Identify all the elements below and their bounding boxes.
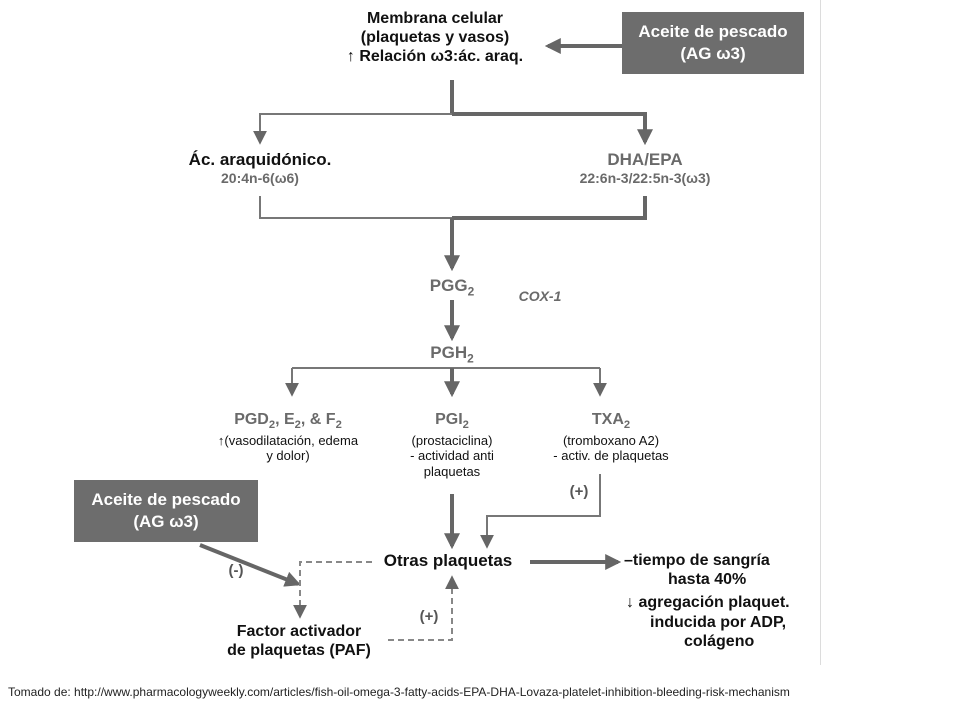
arrow-fish-oil-inhibits: [199, 543, 301, 587]
dashed-paf-to-otras: [388, 575, 459, 641]
dashed-otras-to-paf: [293, 561, 372, 619]
arrow-to-arachidonic: [253, 113, 452, 145]
line-dha-merge: [452, 196, 647, 220]
dha-epa-node: DHA/EPA 22:6n-3/22:5n-3(ω3): [579, 150, 711, 187]
fish-oil-top-box: Aceite de pescado (AG ω3): [622, 12, 804, 74]
paf-node: Factor activador de plaquetas (PAF): [227, 623, 371, 660]
fish-oil-negative-sign: (-): [228, 562, 244, 579]
source-caption: Tomado de: http://www.pharmacologyweekly…: [8, 685, 790, 699]
page-edge-line: [820, 0, 821, 665]
line-arachidonic-merge: [259, 196, 452, 219]
arrow-txa2-to-otras: [480, 474, 601, 549]
arachidonic-acid-node: Ác. araquidónico. 20:4n-6(ω6): [188, 150, 332, 187]
pgd2-e2-f2-node: PGD2, E2, & F2 ↑(vasodilatación, edema y…: [217, 411, 359, 464]
arrow-to-dha-epa: [452, 112, 653, 146]
membrane-label: Membrana celular (plaquetas y vasos) ↑ R…: [346, 10, 524, 66]
pgh2-node: PGH2: [430, 343, 474, 366]
otras-plaquetas-node: Otras plaquetas: [383, 551, 513, 570]
cox1-label: COX-1: [518, 288, 562, 304]
pgi2-node: PGI2 (prostaciclina) - actividad anti pl…: [410, 411, 494, 479]
txa2-positive-sign: (+): [569, 483, 589, 500]
paf-positive-sign: (+): [419, 608, 439, 625]
txa2-node: TXA2 (tromboxano A2) - activ. de plaquet…: [553, 411, 669, 464]
fish-oil-bottom-box: Aceite de pescado (AG ω3): [74, 480, 258, 542]
pgg2-node: PGG2: [429, 276, 475, 299]
platelet-effects: –tiempo de sangría hasta 40% ↓ agregació…: [624, 552, 790, 650]
